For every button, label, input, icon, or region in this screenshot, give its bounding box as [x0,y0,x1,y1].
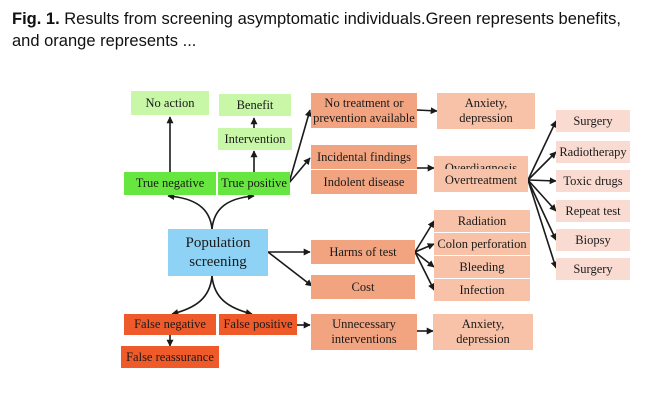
node-anxiety-2-line-2: depression [456,332,510,346]
node-unnecessary-line-1: Unnecessary [332,317,396,331]
edge-no-treatment-anxiety [416,107,438,115]
edge-harms-infection [414,251,435,291]
edge-overtreatment-surgery [527,120,557,181]
node-false-reassurance: False reassurance [121,346,219,368]
edge-population-false-positive [211,275,253,316]
figure-caption-text: Results from screening asymptomatic indi… [12,10,621,50]
edge-population-true-negative [167,192,213,230]
node-no-treatment-line-2: prevention available [313,110,415,125]
node-anxiety-2: Anxiety, depression [433,314,533,350]
node-population-screening-line-2: screening [189,253,247,270]
node-biopsy: Biopsy [556,229,630,251]
node-anxiety-1-line-1: Anxiety, [464,96,508,110]
node-population-screening: Population screening [168,229,268,276]
node-infection: Infection [434,279,530,301]
edge-overtreatment-radiotherapy [527,151,557,181]
node-unnecessary-interventions: Unnecessary interventions [311,314,417,350]
node-true-negative: True negative [124,172,216,195]
node-radiotherapy: Radiotherapy [556,141,630,163]
node-incidental-findings: Incidental findings [311,145,417,169]
edge-harms-colon [414,243,435,253]
node-bleeding: Bleeding [434,256,530,278]
node-surgery-1: Surgery [556,110,630,132]
node-intervention: Intervention [218,128,292,150]
node-overtreatment: Overtreatment [434,169,528,192]
node-surgery-2: Surgery [556,258,630,280]
edge-true-positive-incidental [288,157,311,184]
node-radiation: Radiation [434,210,530,232]
node-toxic-drugs: Toxic drugs [556,170,630,192]
edge-harms-bleeding [414,251,435,268]
node-false-negative: False negative [124,314,216,335]
edge-harms-surgery [527,179,558,269]
node-no-treatment: No treatment or prevention available [311,93,417,128]
edge-harms-radiation [414,220,435,253]
node-benefit: Benefit [219,94,291,116]
edge-harms-biopsy [527,179,557,241]
node-unnecessary-line-2: interventions [331,332,397,346]
edge-population-true-positive [211,192,255,230]
figure-label: Fig. 1. [12,10,60,28]
edge-population-cost [267,251,313,287]
node-no-treatment-line-1: No treatment or [324,95,404,110]
node-anxiety-1: Anxiety, depression [437,93,535,129]
figure-caption: Fig. 1. Results from screening asymptoma… [12,8,632,52]
edge-population-false-negative [171,275,213,316]
node-colon-perforation: Colon perforation [434,233,530,255]
edge-overtreatment-toxic-drugs [527,177,557,185]
node-harms-of-test: Harms of test [311,240,415,264]
node-anxiety-2-line-1: Anxiety, [461,317,505,331]
node-cost: Cost [311,275,415,299]
node-anxiety-1-line-2: depression [459,111,513,125]
edge-harms-repeat-test [527,179,557,212]
node-indolent-disease: Indolent disease [311,170,417,194]
edge-true-positive-no-treatment [288,109,312,184]
node-population-screening-line-1: Population [185,234,251,251]
node-no-action: No action [131,91,209,115]
node-repeat-test: Repeat test [556,200,630,222]
node-false-positive: False positive [219,314,297,335]
node-true-positive: True positive [218,172,290,195]
